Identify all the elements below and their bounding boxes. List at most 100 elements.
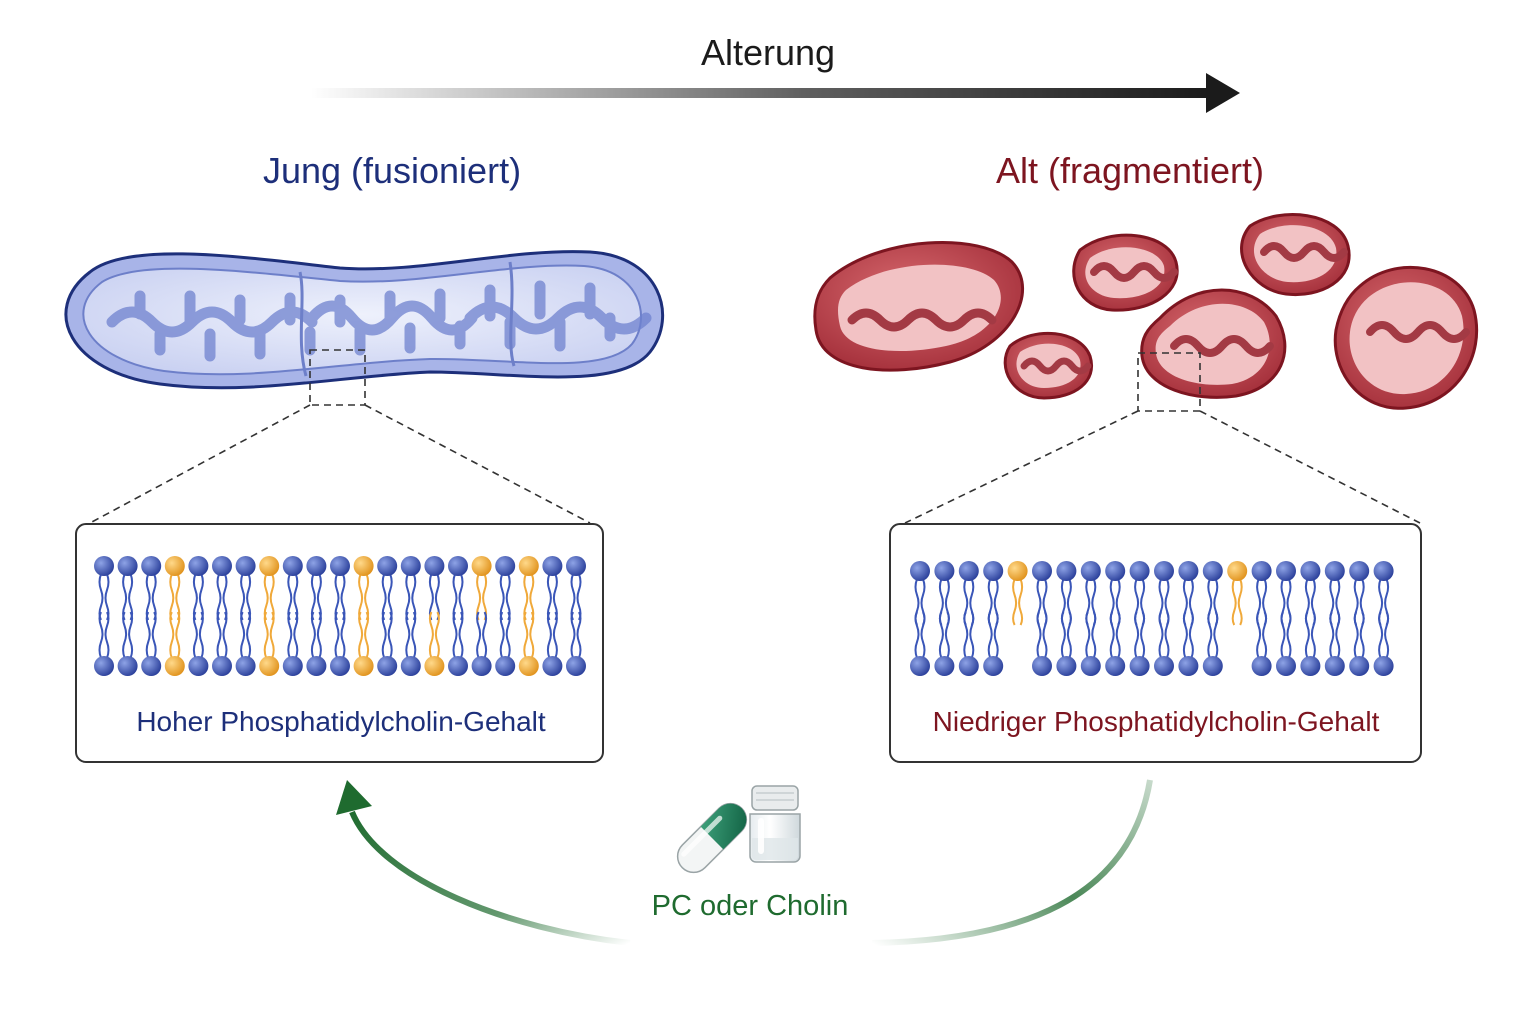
lipid-tail: [145, 611, 151, 659]
lipid-tail: [1066, 611, 1072, 659]
lipid-tail: [920, 611, 926, 659]
lipid-tail: [1286, 611, 1292, 659]
lipid-head: [448, 556, 468, 576]
lipid-head: [495, 656, 516, 676]
lipid-head: [1105, 561, 1126, 581]
lipid-tail: [1256, 611, 1262, 659]
lipid-head: [306, 556, 327, 576]
lipid-head: [1251, 561, 1272, 581]
lipid-head: [141, 656, 162, 676]
lipid-head: [94, 656, 114, 676]
lipid-tail: [334, 611, 340, 659]
lipid-head: [1300, 656, 1321, 676]
lipid-tail: [1182, 611, 1188, 659]
lipid-head: [424, 556, 445, 576]
lipid-tail: [452, 611, 458, 659]
lipid-head: [1276, 656, 1296, 676]
lipid-tail: [499, 611, 505, 659]
lipid-tail: [240, 611, 246, 659]
old-pc-label: Niedriger Phosphatidylcholin-Gehalt: [932, 706, 1380, 737]
lipid-head: [1178, 561, 1199, 581]
lipid-tail: [340, 611, 346, 659]
lipid-tail: [428, 611, 434, 659]
pc-lipid-head: [1007, 561, 1028, 581]
old-fragment: [1140, 288, 1287, 399]
lipid-head: [400, 656, 421, 676]
old-zoom-indicator: [904, 352, 1421, 524]
old-lipid-bilayer: [910, 561, 1394, 676]
lipid-tail: [570, 611, 576, 659]
pc-lipid-head: [1227, 561, 1248, 581]
lipid-head: [400, 556, 421, 576]
lipid-head: [1202, 561, 1223, 581]
lipid-head: [94, 556, 114, 576]
lipid-tail: [482, 611, 488, 659]
young-membrane-inset: [75, 523, 604, 763]
lipid-head: [212, 656, 232, 676]
lipid-head: [1349, 561, 1370, 581]
lipid-head: [1251, 656, 1272, 676]
lipid-tail: [529, 611, 535, 659]
lipid-head: [1373, 561, 1394, 581]
pc-lipid-head: [518, 656, 539, 676]
vial-icon: [749, 785, 801, 863]
lipid-tail: [1237, 578, 1243, 626]
lipid-head: [1105, 656, 1126, 676]
lipid-head: [1324, 656, 1345, 676]
lipid-tail: [287, 611, 293, 659]
lipid-tail: [104, 611, 110, 659]
old-mitochondria: [813, 213, 1479, 410]
treatment-arrow: [336, 779, 1153, 946]
lipid-tail: [552, 611, 558, 659]
lipid-tail: [1310, 611, 1316, 659]
lipid-tail: [1140, 611, 1146, 659]
lipid-head: [235, 656, 256, 676]
old-title: Alt (fragmentiert): [995, 150, 1265, 191]
lipid-tail: [1335, 611, 1341, 659]
lipid-tail: [963, 611, 969, 659]
lipid-head: [117, 556, 138, 576]
lipid-head: [542, 556, 563, 576]
lipid-tail: [1158, 611, 1164, 659]
lipid-head: [188, 556, 209, 576]
lipid-tail: [381, 611, 387, 659]
lipid-tail: [216, 611, 222, 659]
lipid-tail: [1213, 611, 1219, 659]
lipid-tail: [1042, 611, 1048, 659]
lipid-head: [377, 656, 398, 676]
pc-lipid-head: [164, 656, 185, 676]
lipid-head: [212, 556, 232, 576]
lipid-head: [934, 561, 955, 581]
lipid-head: [958, 561, 979, 581]
young-mitochondrion: [64, 250, 665, 390]
lipid-head: [1349, 656, 1370, 676]
young-pc-label: Hoher Phosphatidylcholin-Gehalt: [136, 706, 546, 737]
lipid-tail: [1188, 611, 1194, 659]
pc-lipid-head: [518, 556, 539, 576]
young-title: Jung (fusioniert): [262, 150, 522, 191]
lipid-head: [1276, 561, 1296, 581]
lipid-head: [910, 561, 930, 581]
lipid-head: [910, 656, 930, 676]
lipid-tail: [1036, 611, 1042, 659]
old-fragment: [813, 241, 1024, 372]
lipid-head: [1129, 561, 1150, 581]
lipid-tail: [151, 611, 157, 659]
lipid-tail: [269, 611, 275, 659]
pc-lipid-head: [353, 556, 374, 576]
lipid-tail: [411, 611, 417, 659]
lipid-tail: [98, 611, 104, 659]
lipid-head: [1080, 561, 1101, 581]
lipid-tail: [1085, 611, 1091, 659]
lipid-tail: [476, 611, 482, 659]
lipid-tail: [1280, 611, 1286, 659]
lipid-tail: [1115, 611, 1121, 659]
lipid-tail: [434, 611, 440, 659]
lipid-head: [1129, 656, 1150, 676]
lipid-tail: [364, 611, 370, 659]
pc-lipid-head: [353, 656, 374, 676]
old-fragment: [1072, 233, 1179, 312]
treatment-label: PC oder Cholin: [651, 890, 849, 922]
lipid-tail: [1109, 611, 1115, 659]
lipid-tail: [914, 611, 920, 659]
